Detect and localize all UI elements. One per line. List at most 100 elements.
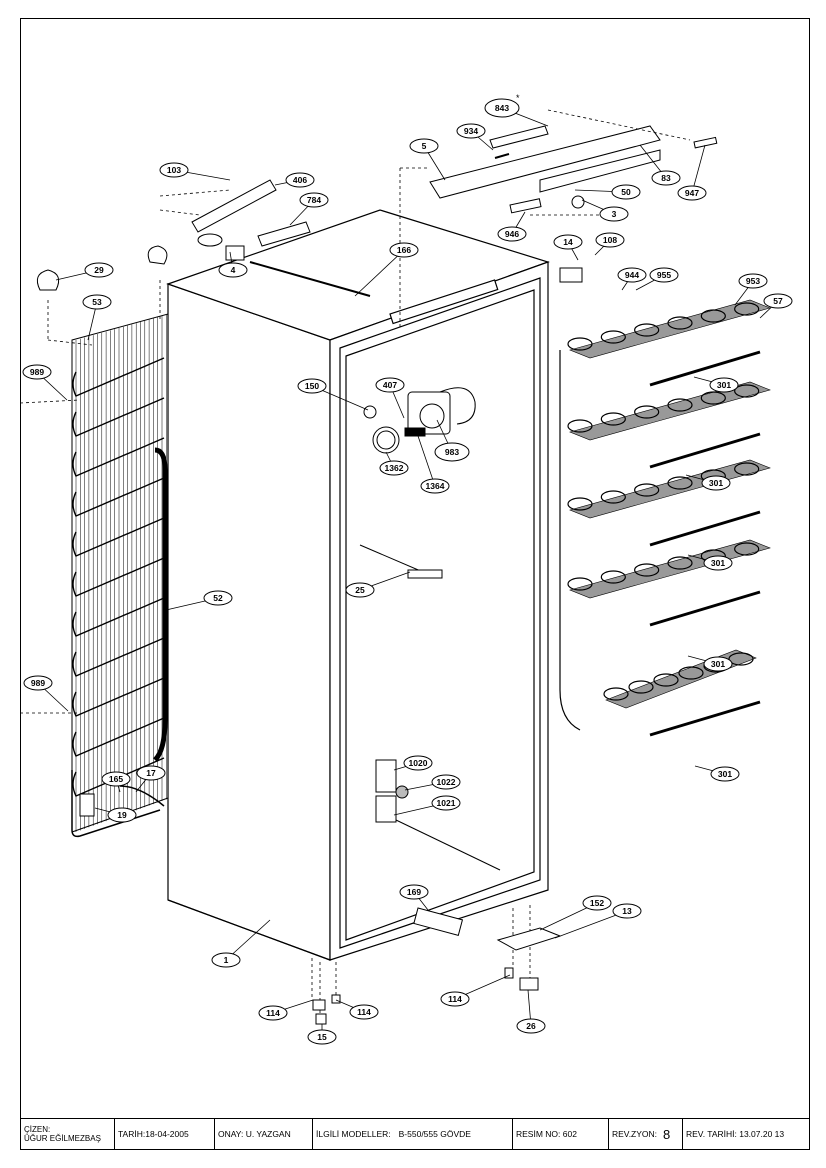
interior-parts <box>359 387 501 936</box>
callout-1364: 1364 <box>417 435 450 494</box>
callout-14: 14 <box>553 234 583 261</box>
callout-1022: 1022 <box>404 774 461 791</box>
callout-label: 407 <box>383 380 397 390</box>
callout-label: 301 <box>711 558 725 568</box>
callout-989: 989 <box>22 364 68 401</box>
callout-label: 103 <box>167 165 181 175</box>
title-block: ÇİZEN: ÜĞUR EĞİLMEZBAŞ TARİH:18-04-2005 … <box>20 1118 810 1150</box>
asterisk-mark: * <box>516 93 520 103</box>
callout-1021: 1021 <box>393 795 461 816</box>
callout-114: 114 <box>440 974 511 1007</box>
callout-label: 150 <box>305 381 319 391</box>
revision-date: REV. TARİHİ: 13.07.20 13 <box>686 1129 785 1139</box>
callout-25: 25 <box>345 571 411 598</box>
callout-50: 50 <box>574 184 641 200</box>
revision-cell: REV.ZYON: 8 <box>609 1119 683 1149</box>
drawing-date: TARİH:18-04-2005 <box>118 1129 189 1139</box>
callout-989: 989 <box>23 675 69 712</box>
callout-label: 934 <box>464 126 478 136</box>
callout-5: 5 <box>409 138 446 181</box>
callout-label: 1 <box>224 955 229 965</box>
callout-label: 406 <box>293 175 307 185</box>
date-cell: TARİH:18-04-2005 <box>115 1119 215 1149</box>
callout-label: 983 <box>445 447 459 457</box>
callout-29: 29 <box>55 262 114 281</box>
drawer-name: ÜĞUR EĞİLMEZBAŞ <box>24 1134 101 1143</box>
callout-946: 946 <box>497 211 527 242</box>
callout-301: 301 <box>687 554 733 571</box>
callout-103: 103 <box>159 162 231 181</box>
callout-1362: 1362 <box>379 451 409 476</box>
callout-944: 944 <box>617 267 647 291</box>
callout-label: 108 <box>603 235 617 245</box>
callout-label: 4 <box>231 265 236 275</box>
callout-label: 17 <box>146 768 156 778</box>
callout-label: 166 <box>397 245 411 255</box>
callout-label: 944 <box>625 270 639 280</box>
callout-label: 989 <box>31 678 45 688</box>
callout-label: 13 <box>622 906 632 916</box>
callout-label: 57 <box>773 296 783 306</box>
callout-406: 406 <box>274 172 315 188</box>
callout-label: 14 <box>563 237 573 247</box>
callout-165: 165 <box>101 771 131 793</box>
condenser-coil <box>36 245 169 838</box>
callout-52: 52 <box>165 590 233 611</box>
callout-label: 1022 <box>437 777 456 787</box>
callout-83: 83 <box>639 144 681 186</box>
callout-3: 3 <box>581 199 629 222</box>
callout-label: 25 <box>355 585 365 595</box>
callout-label: 53 <box>92 297 102 307</box>
callout-17: 17 <box>135 765 166 793</box>
callout-label: 1362 <box>385 463 404 473</box>
callout-301: 301 <box>693 376 739 393</box>
callout-label: 19 <box>117 810 127 820</box>
callout-166: 166 <box>354 242 419 297</box>
callout-label: 169 <box>407 887 421 897</box>
models-label: İLGİLİ MODELLER: <box>316 1129 391 1139</box>
callout-label: 52 <box>213 593 223 603</box>
callout-label: 50 <box>621 187 631 197</box>
callout-label: 955 <box>657 270 671 280</box>
callout-169: 169 <box>399 884 429 911</box>
callout-15: 15 <box>307 1024 337 1045</box>
callout-label: 784 <box>307 195 321 205</box>
drawing-number-cell: RESİM NO: 602 <box>513 1119 609 1149</box>
callout-784: 784 <box>289 192 329 226</box>
callout-label: 165 <box>109 774 123 784</box>
callout-26: 26 <box>516 989 546 1034</box>
callout-label: 114 <box>266 1008 280 1018</box>
callout-1020: 1020 <box>393 755 433 771</box>
callout-label: 29 <box>94 265 104 275</box>
callout-53: 53 <box>82 294 112 341</box>
callout-955: 955 <box>635 267 679 291</box>
drawing-number: RESİM NO: 602 <box>516 1129 577 1139</box>
drawer-label: ÇİZEN: <box>24 1125 51 1134</box>
callout-label: 301 <box>709 478 723 488</box>
callout-label: 114 <box>448 994 462 1004</box>
approval: ONAY: U. YAZGAN <box>218 1129 291 1139</box>
revision-label: REV.ZYON: <box>612 1129 658 1139</box>
callout-label: 83 <box>661 173 671 183</box>
callout-label: 1020 <box>409 758 428 768</box>
approval-cell: ONAY: U. YAZGAN <box>215 1119 313 1149</box>
callout-label: 15 <box>317 1032 327 1042</box>
callout-1: 1 <box>211 919 271 968</box>
callout-301: 301 <box>687 655 733 672</box>
callout-19: 19 <box>94 807 137 823</box>
callout-4: 4 <box>218 251 248 278</box>
callout-114: 114 <box>335 999 379 1020</box>
callout-953: 953 <box>734 273 768 306</box>
callout-label: 989 <box>30 367 44 377</box>
callout-150: 150 <box>297 378 369 411</box>
revision-value: 8 <box>663 1126 671 1142</box>
callout-label: 301 <box>711 659 725 669</box>
callout-label: 152 <box>590 898 604 908</box>
callout-label: 946 <box>505 229 519 239</box>
callout-407: 407 <box>375 377 405 419</box>
callout-label: 843 <box>495 103 509 113</box>
callout-label: 947 <box>685 188 699 198</box>
top-panel-parts <box>191 125 718 283</box>
callout-label: 5 <box>422 141 427 151</box>
